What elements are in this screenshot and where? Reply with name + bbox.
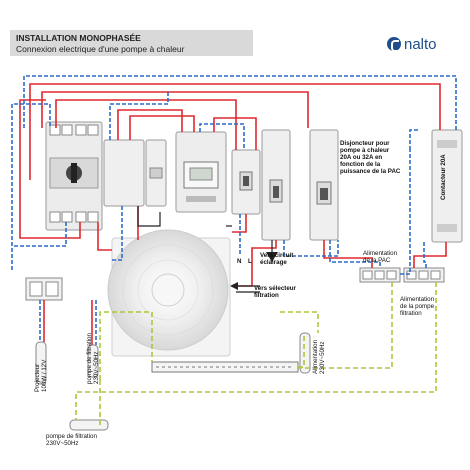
supply-cable [299,332,311,374]
pac-supply-label: Alimentation de la PAC [363,250,398,264]
earth-bar [151,361,299,373]
arrow-down-icon [266,252,278,262]
neutral-terminal-label: N [237,258,242,265]
lighting-circuit-label: Vers circuit éclairage [260,252,294,266]
brand-logo: nalto [387,34,437,54]
lighting-breaker [231,149,261,215]
line-terminal-label: L [248,258,252,265]
main-switch [45,121,103,231]
control-wires [137,206,273,293]
diagram-title: INSTALLATION MONOPHASÉE [16,33,141,43]
nalto-logo-icon [387,37,401,52]
filtration-breaker [261,129,291,241]
arrow-left-icon [230,282,238,290]
neutral-wires [11,75,457,345]
pump-left-label: pompe de filtration 230V~50Hz [86,333,100,384]
projector-label: Projecteur 100W / 12V [34,359,48,392]
pac-breaker [309,129,339,241]
supply-230-label: Alimentation 230V~50Hz [312,339,326,374]
earth-wires [75,282,437,425]
filtration-selector-label: Vers sélecteur filtration [254,285,296,299]
relay-block [103,139,167,207]
timer-module [175,131,227,213]
contactor-label: Contacteur 20A [440,154,447,200]
pump-bottom-label: pompe de filtration 230V~50Hz [46,433,97,447]
pac-terminal-block [359,267,401,283]
breaker-pac-label: Disjoncteur pour pompe à chaleur 20A ou … [340,140,401,175]
pump-terminal-block [403,267,445,283]
transformer [107,229,231,357]
diagram-subtitle: Connexion electrique d'une pompe à chale… [16,44,185,54]
title-banner: INSTALLATION MONOPHASÉE Connexion electr… [10,30,253,56]
contactor [431,129,463,243]
projector-terminal-block [25,277,63,301]
pump-cable-left [87,344,99,378]
pump-cable-bottom [69,419,109,431]
pump-supply-label: Alimentation de la pompe filtration [400,296,435,317]
projector-cable [35,341,47,385]
brand-name: nalto [404,35,437,53]
